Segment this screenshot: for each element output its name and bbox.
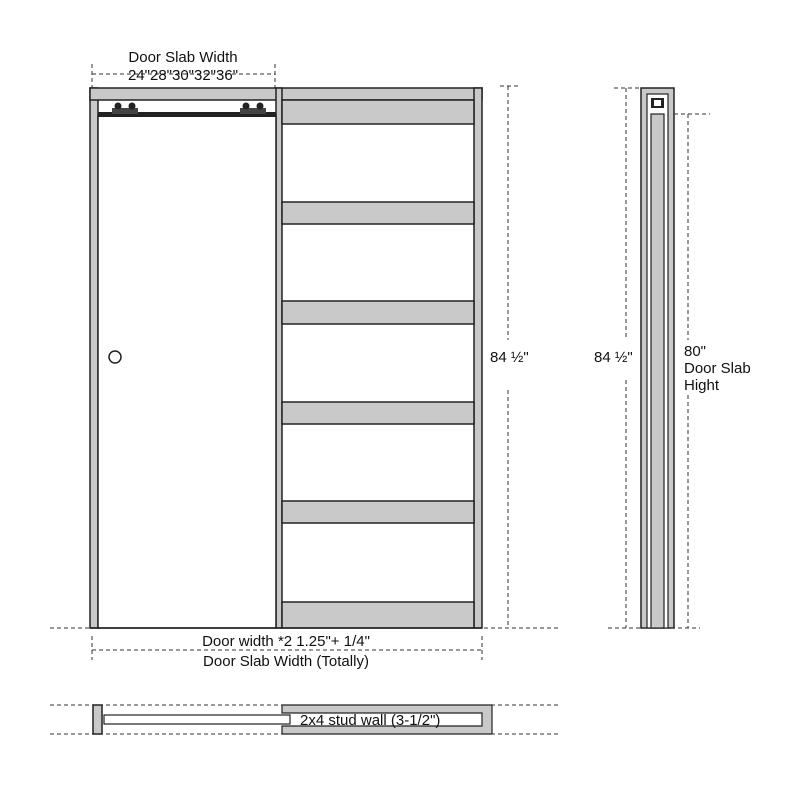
header <box>89 87 483 101</box>
center-jamb <box>275 87 283 629</box>
roller-left-icon <box>112 102 138 114</box>
plan-pocket-frame <box>281 704 493 735</box>
pocket-spacer <box>281 401 475 425</box>
door-slab <box>97 115 277 629</box>
pocket-spacer <box>281 300 475 325</box>
pocket-spacer <box>281 201 475 225</box>
side-view: 84 ½" 80" Door Slab Hight <box>594 87 751 629</box>
total-width-label-2: Door Slab Width (Totally) <box>203 653 369 670</box>
plan-view: 2x4 stud wall (3-1/2") <box>50 704 560 735</box>
front-view: Door Slab Width 24"28"30"32"36" <box>50 49 560 670</box>
door-pull-icon <box>108 350 122 364</box>
left-jamb <box>89 87 99 629</box>
slab-height-label-2: Door Slab <box>684 360 751 377</box>
plan-door-slab <box>103 714 291 725</box>
side-frame-height-label: 84 ½" <box>594 349 633 366</box>
slab-height-label-3: Hight <box>684 377 720 394</box>
slab-width-sizes: 24"28"30"32"36" <box>128 67 238 84</box>
door-track <box>98 112 276 117</box>
side-door-slab <box>650 113 665 629</box>
slab-height-label-1: 80" <box>684 343 706 360</box>
slab-width-label: Door Slab Width <box>128 49 237 66</box>
pocket-spacer <box>281 500 475 524</box>
frame-height-label: 84 ½" <box>490 349 529 366</box>
roller-right-icon <box>240 102 266 114</box>
pocket-spacer <box>281 601 475 629</box>
total-width-label-1: Door width *2 1.25"+ 1/4" <box>202 633 370 650</box>
plan-left-jamb <box>92 704 103 735</box>
pocket-spacer <box>281 99 475 125</box>
stud-wall-label: 2x4 stud wall (3-1/2") <box>300 712 440 729</box>
right-jamb <box>473 87 483 629</box>
